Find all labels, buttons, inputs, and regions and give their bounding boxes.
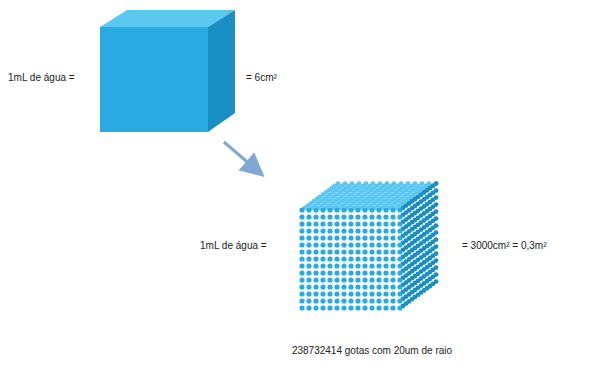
droplet-cube (299, 181, 438, 310)
volume-label: 1mL de água = (200, 240, 267, 252)
transform-arrow (224, 142, 260, 173)
caption-note: 238732414 gotas com 20um de raio (292, 345, 452, 357)
volume-label: 1mL de água = (8, 72, 75, 84)
area-label: = 6cm² (246, 72, 277, 84)
large-cube (100, 10, 235, 132)
area-label: = 3000cm² = 0,3m² (462, 240, 546, 252)
